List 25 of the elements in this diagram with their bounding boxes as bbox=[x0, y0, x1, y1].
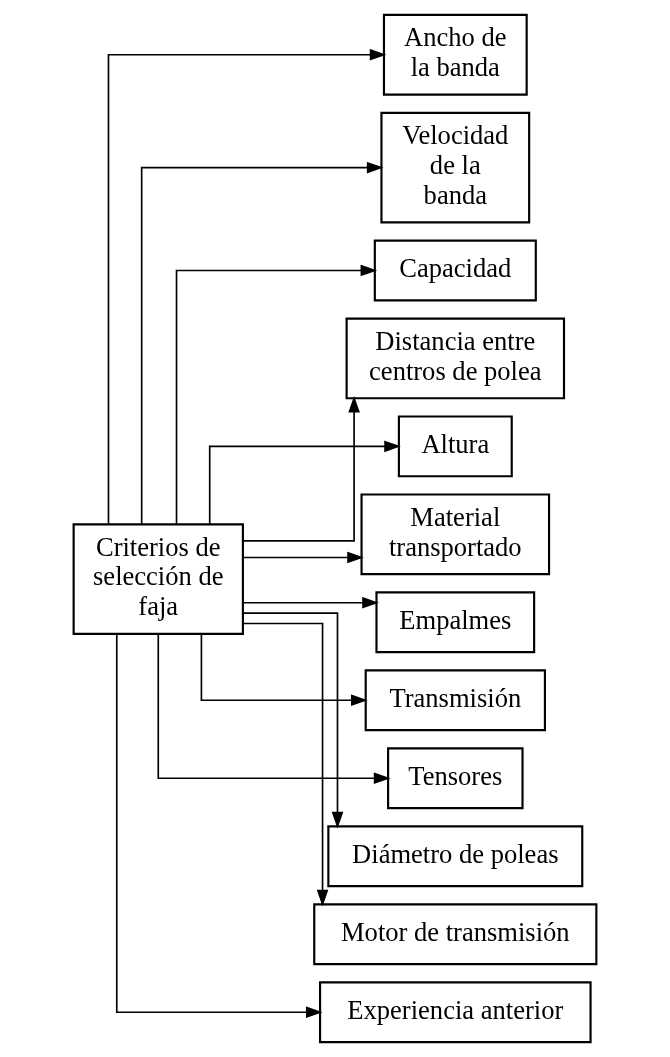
arrow bbox=[115, 633, 323, 1019]
arrow bbox=[200, 633, 368, 707]
node-box: Transmisión bbox=[364, 669, 546, 732]
arrow bbox=[242, 395, 360, 542]
arrow bbox=[175, 264, 378, 525]
node-box: Distancia entre centros de polea bbox=[345, 317, 566, 400]
arrow bbox=[107, 48, 387, 525]
node-box: Material transportado bbox=[360, 493, 551, 576]
arrow bbox=[242, 622, 329, 907]
node-box: Criterios de selección de faja bbox=[72, 523, 244, 635]
arrow bbox=[140, 161, 384, 525]
node-box: Ancho de la banda bbox=[382, 13, 528, 96]
node-box: Velocidad de la banda bbox=[380, 111, 531, 224]
arrow bbox=[242, 612, 344, 829]
node-box: Capacidad bbox=[373, 239, 537, 302]
node-box: Diámetro de poleas bbox=[327, 825, 584, 888]
node-box: Tensores bbox=[387, 747, 524, 810]
node-box: Empalmes bbox=[375, 591, 536, 654]
arrow bbox=[157, 633, 391, 785]
node-box: Experiencia anterior bbox=[319, 981, 592, 1044]
node-box: Motor de transmisión bbox=[313, 903, 598, 966]
arrow bbox=[242, 596, 379, 609]
arrow bbox=[242, 551, 364, 564]
arrow bbox=[208, 440, 401, 526]
node-box: Altura bbox=[397, 415, 513, 478]
